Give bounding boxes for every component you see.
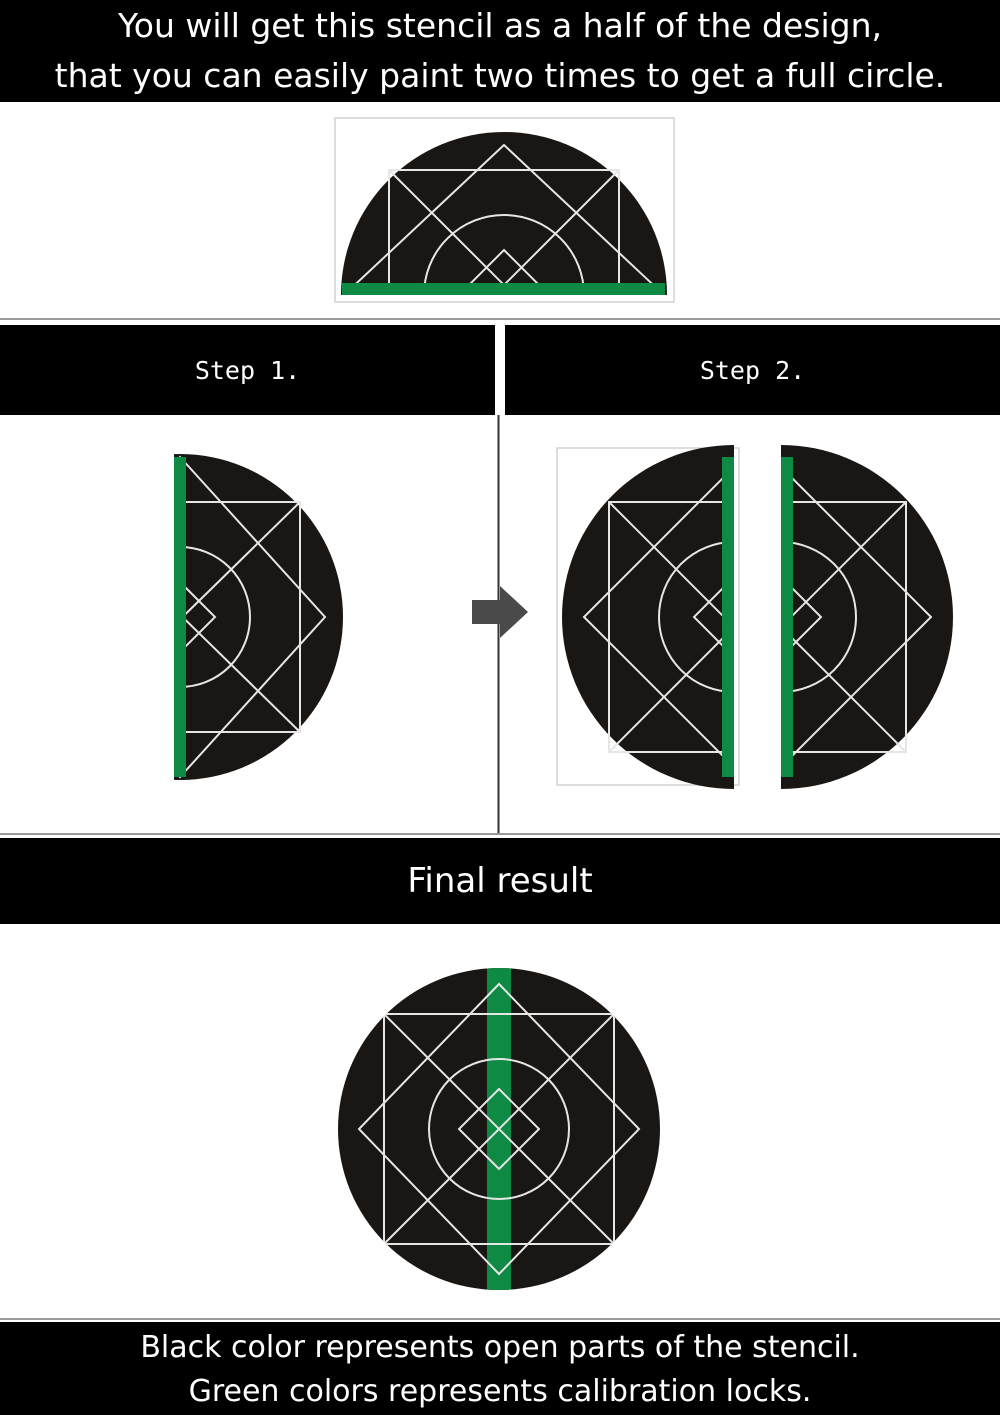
- divider-line: [0, 318, 1000, 320]
- final-result-header: Final result: [0, 838, 1000, 924]
- top-banner: You will get this stencil as a half of t…: [0, 0, 1000, 102]
- step-2-right-half: [781, 445, 953, 789]
- step-1-label: Step 1.: [194, 355, 301, 385]
- half-disc: [341, 132, 667, 295]
- half-stencil-preview: [334, 117, 675, 303]
- diamond: [342, 143, 666, 295]
- intro-line-1: You will get this stencil as a half of t…: [118, 6, 882, 45]
- step-2-header: Step 2.: [505, 325, 1000, 415]
- step-2-left-calibration-lock: [722, 457, 734, 777]
- divider-line: [0, 1318, 1000, 1320]
- step-1-calibration-lock: [174, 457, 186, 777]
- calibration-lock-strip: [342, 283, 665, 295]
- intro-line-2: that you can easily paint two times to g…: [54, 56, 946, 95]
- final-result-label: Final result: [407, 861, 593, 901]
- step-1-header: Step 1.: [0, 325, 495, 415]
- legend-line-1: Black color represents open parts of the…: [140, 1330, 860, 1365]
- step-2-label: Step 2.: [699, 355, 806, 385]
- step-2-left-half: [562, 445, 734, 789]
- arrow-right-icon: [472, 586, 528, 638]
- legend-line-2: Green colors represents calibration lock…: [188, 1374, 812, 1409]
- inner-circle: [423, 214, 585, 295]
- divider-line: [0, 833, 1000, 835]
- step-2-frame: [556, 447, 740, 786]
- bottom-banner: Black color represents open parts of the…: [0, 1322, 1000, 1415]
- step-2-right-calibration-lock: [781, 457, 793, 777]
- inner-diamond: [457, 248, 551, 295]
- steps-illustration: [174, 415, 953, 833]
- final-result-stencil: [338, 968, 660, 1290]
